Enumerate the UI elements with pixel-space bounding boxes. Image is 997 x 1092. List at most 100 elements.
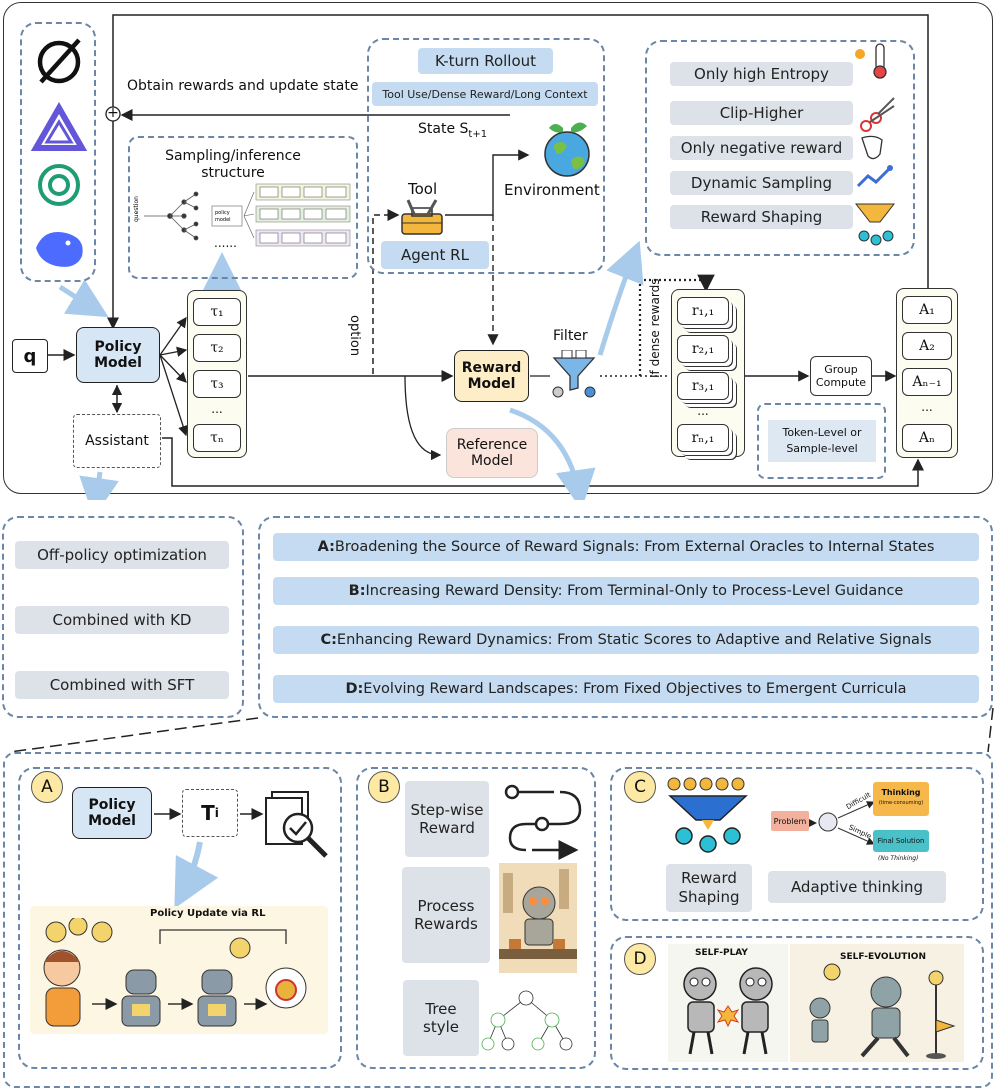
panel-a-badge: A <box>31 771 63 803</box>
reward-1: r₁,₁ <box>677 297 729 325</box>
panel-d-badge: D <box>624 943 656 975</box>
techniques-box <box>645 40 915 256</box>
adaptive-thinking-arrows <box>808 801 875 845</box>
reward-shaping-funnel-icon <box>667 777 748 853</box>
lightbulb-icon <box>823 963 841 981</box>
reward-model-node: Reward Model <box>454 350 529 402</box>
technique-dynamic-sampling: Dynamic Sampling <box>670 171 853 195</box>
trend-chart-icon <box>856 165 893 188</box>
model-logos <box>30 38 88 267</box>
trajectory-2: τ₂ <box>193 334 241 362</box>
off-policy-optimization: Off-policy optimization <box>15 541 229 569</box>
reward-shaping-label: Reward Shaping <box>666 864 752 912</box>
openai-icon <box>38 164 80 206</box>
step-wise-reward: Step-wise Reward <box>405 781 489 857</box>
idea-bubbles <box>45 918 113 943</box>
adaptive-thinking-label: Adaptive thinking <box>768 871 946 903</box>
advantage-ellipsis: ... <box>921 400 933 414</box>
robot-1 <box>121 969 161 1027</box>
thinking-box: Thinking (time-consuming) <box>873 782 929 816</box>
panel-a-trajectory-t: T <box>201 801 215 825</box>
reward-3: r₃,₁ <box>677 372 729 400</box>
technique-negative-reward: Only negative reward <box>670 136 853 160</box>
policy-update-caption: Policy Update via RL <box>150 908 266 919</box>
policy-model-node: Policy Model <box>76 327 160 383</box>
dimension-c-key: C: <box>320 632 337 648</box>
thinking-sub: (time-consuming) <box>878 800 924 806</box>
thermometer-icon <box>855 43 887 79</box>
agent-rl-label: Agent RL <box>381 241 489 269</box>
combined-with-kd: Combined with KD <box>15 606 229 634</box>
assistant-node: Assistant <box>73 414 161 468</box>
k-turn-rollout-label: K-turn Rollout <box>418 48 553 74</box>
advantage-2: A₂ <box>902 332 952 360</box>
panel-a-policy-model: Policy Model <box>72 787 152 839</box>
tree-diagram-icon <box>481 990 573 1051</box>
self-play-image <box>668 944 788 1062</box>
self-play-robots-illustration <box>683 967 773 1055</box>
trajectory-3: τ₃ <box>193 370 241 398</box>
svg-text:policy: policy <box>215 210 230 216</box>
dimension-c-text: Enhancing Reward Dynamics: From Static S… <box>336 632 932 648</box>
small-robot <box>809 997 831 1043</box>
rollout-subtitle: Tool Use/Dense Reward/Long Context <box>372 82 598 106</box>
panel-d <box>610 936 984 1070</box>
dimension-a: A:Broadening the Source of Reward Signal… <box>273 533 979 561</box>
panel-a-arrows <box>154 791 328 909</box>
bottom-panel <box>3 752 993 1088</box>
dimension-d: D:Evolving Reward Landscapes: From Fixed… <box>273 675 979 703</box>
advantage-n-minus-1: Aₙ₋₁ <box>902 368 952 396</box>
medal-icon <box>265 967 307 1009</box>
dimension-a-text: Broadening the Source of Reward Signals:… <box>334 539 935 555</box>
panel-a <box>18 767 342 1069</box>
qwen-icon <box>30 101 88 151</box>
robot-left <box>683 967 717 1055</box>
document-search-icon <box>265 791 328 858</box>
group-compute-node: Group Compute <box>810 356 872 396</box>
state-label: State St+1 <box>418 121 487 140</box>
funnel-icon <box>854 203 896 246</box>
dimension-d-text: Evolving Reward Landscapes: From Fixed O… <box>363 681 907 697</box>
panel-c-badge: C <box>624 771 656 803</box>
reward-ellipsis: ... <box>697 404 709 418</box>
svg-text:model: model <box>215 217 231 223</box>
flag-icon <box>926 970 956 1059</box>
technique-reward-shaping: Reward Shaping <box>670 205 853 229</box>
dimension-a-key: A: <box>317 539 335 555</box>
top-panel <box>3 2 993 494</box>
top-connectors <box>47 14 929 500</box>
token-level-box <box>757 403 886 479</box>
panel-a-trajectory-sub: i <box>214 806 219 820</box>
final-solution-box: Final Solution <box>873 830 929 852</box>
token-level-label: Token-Level or Sample-level <box>768 420 876 462</box>
dimension-d-key: D: <box>345 681 364 697</box>
process-rewards: Process Rewards <box>402 867 490 963</box>
self-evolution-robots-illustration <box>809 963 956 1059</box>
robot-learning-illustration <box>43 918 307 1027</box>
sampling-structure-box <box>128 136 358 279</box>
earth-icon <box>544 122 590 177</box>
if-dense-rewards-label: If dense rewards <box>648 278 662 378</box>
running-robot <box>860 976 910 1058</box>
deepseek-icon <box>36 232 83 267</box>
dimension-b: B:Increasing Reward Density: From Termin… <box>273 577 979 605</box>
off-policy-box <box>2 516 244 718</box>
sampling-ellipsis: ...... <box>214 236 237 250</box>
panel-c <box>610 767 984 921</box>
combined-with-sft: Combined with SFT <box>15 671 229 699</box>
query-node: q <box>12 339 48 373</box>
tree-style: Tree style <box>403 980 479 1056</box>
no-thinking-label: (No Thinking) <box>878 855 919 862</box>
model-logos-box <box>20 22 96 282</box>
grok-icon <box>37 38 81 84</box>
obtain-rewards-label: Obtain rewards and update state <box>127 78 359 94</box>
zoom-lines <box>9 707 994 753</box>
state-subscript: t+1 <box>468 128 488 140</box>
sampling-title: Sampling/inference structure <box>165 148 301 181</box>
panel-b <box>356 767 596 1069</box>
toolbox-icon <box>401 199 443 235</box>
problem-box: Problem <box>771 811 809 831</box>
dimension-b-text: Increasing Reward Density: From Terminal… <box>365 583 904 599</box>
